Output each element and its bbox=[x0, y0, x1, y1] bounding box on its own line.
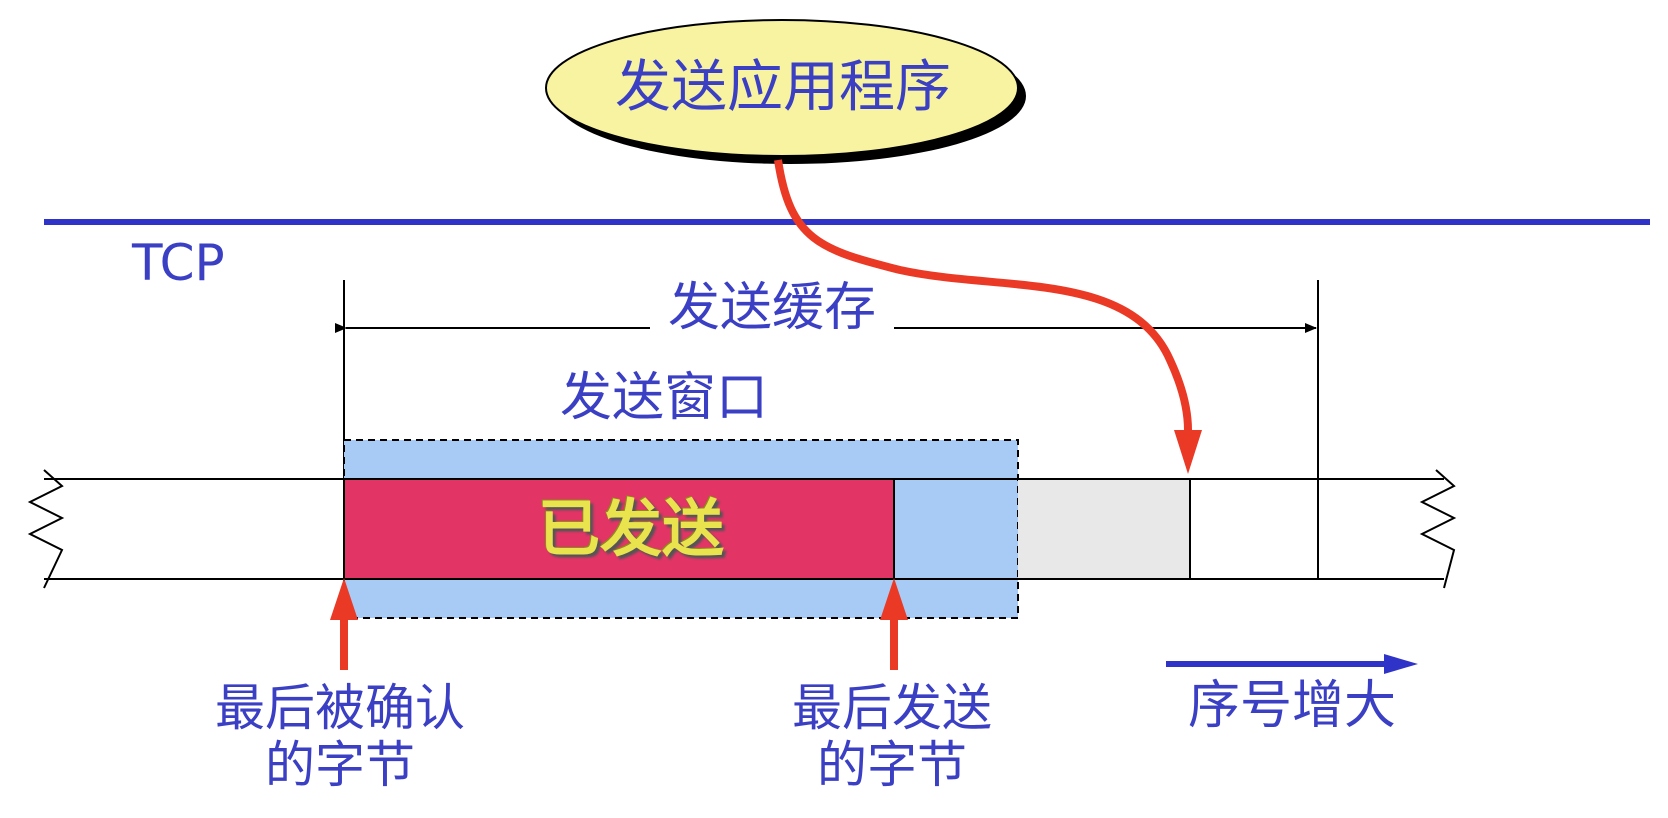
app-write-arrowhead bbox=[1174, 430, 1202, 474]
right-break-mark bbox=[1419, 469, 1457, 589]
last-sent-line2: 的字节 bbox=[817, 735, 967, 794]
send-buffer-label: 发送缓存 bbox=[650, 282, 895, 334]
left-break-mark bbox=[27, 469, 65, 589]
app-label: 发送应用程序 bbox=[615, 55, 951, 120]
last-sent-caption: 最后发送 的字节 bbox=[732, 680, 1052, 793]
sent-data-region bbox=[343, 478, 895, 580]
app-write-arrow bbox=[774, 159, 1192, 431]
sent-label: 已发送 bbox=[538, 492, 725, 565]
last-acked-caption: 最后被确认 的字节 bbox=[180, 680, 500, 793]
seq-increase-label: 序号增大 bbox=[1188, 676, 1397, 736]
last-sent-line1: 最后发送 bbox=[792, 679, 992, 737]
tcp-label: TCP bbox=[132, 234, 225, 292]
last-acked-arrowhead bbox=[330, 578, 358, 620]
send-window-label: 发送窗口 bbox=[560, 368, 769, 428]
seq-increase-arrowhead bbox=[1384, 654, 1418, 674]
app-ellipse bbox=[545, 19, 1019, 157]
last-acked-line2: 的字节 bbox=[265, 735, 415, 794]
last-acked-line1: 最后被确认 bbox=[215, 679, 465, 737]
unsent-data-region bbox=[1018, 479, 1190, 579]
last-sent-arrowhead bbox=[880, 578, 908, 620]
